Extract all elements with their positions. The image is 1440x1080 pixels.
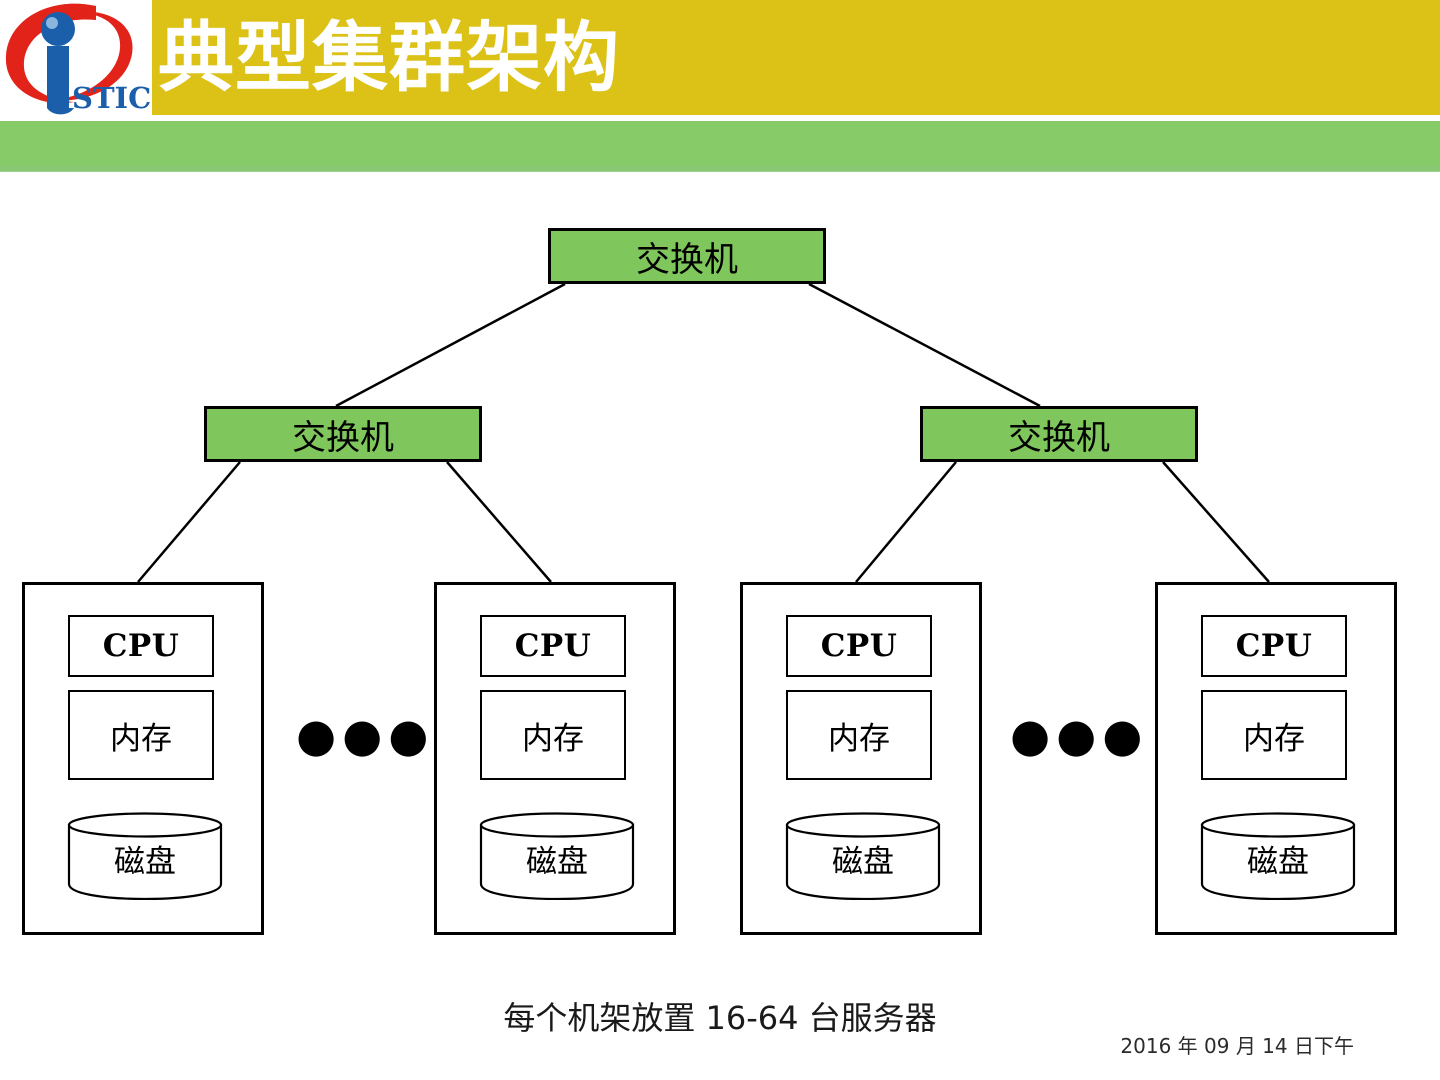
memory-box: 内存	[68, 690, 214, 780]
aggregation-switch-left[interactable]: 交换机	[204, 406, 482, 462]
cpu-box: CPU	[68, 615, 214, 677]
disk-cylinder: 磁盘	[66, 812, 224, 900]
server-rack[interactable]: CPU 内存 磁盘	[22, 582, 264, 935]
cpu-label: CPU	[820, 628, 898, 664]
disk-cylinder: 磁盘	[478, 812, 636, 900]
footer-caption: 每个机架放置 16-64 台服务器	[503, 999, 937, 1037]
ellipsis-icon: ●●●	[1010, 708, 1149, 762]
memory-box: 内存	[1201, 690, 1347, 780]
memory-label: 内存	[110, 720, 172, 757]
disk-cylinder-icon	[785, 812, 941, 900]
header-gold-band	[0, 0, 1440, 115]
disk-cylinder-icon	[479, 812, 635, 900]
memory-label: 内存	[522, 720, 584, 757]
memory-box: 内存	[480, 690, 626, 780]
disk-label: 磁盘	[114, 844, 176, 880]
disk-label: 磁盘	[832, 844, 894, 880]
disk-cylinder-icon	[1200, 812, 1356, 900]
cpu-label: CPU	[1235, 628, 1313, 664]
aggregation-switch-right[interactable]: 交换机	[920, 406, 1198, 462]
disk-cylinder-icon	[67, 812, 223, 900]
cpu-box: CPU	[1201, 615, 1347, 677]
core-switch-box[interactable]: 交换机	[548, 228, 826, 284]
server-rack[interactable]: CPU 内存 磁盘	[740, 582, 982, 935]
server-rack[interactable]: CPU 内存 磁盘	[1155, 582, 1397, 935]
disk-label: 磁盘	[1247, 844, 1309, 880]
header-green-band	[0, 121, 1440, 171]
ellipsis-icon: ●●●	[296, 708, 435, 762]
cpu-box: CPU	[480, 615, 626, 677]
disk-cylinder: 磁盘	[1199, 812, 1357, 900]
disk-cylinder: 磁盘	[784, 812, 942, 900]
header-green-band-shadow	[0, 166, 1440, 172]
memory-box: 内存	[786, 690, 932, 780]
cpu-label: CPU	[102, 628, 180, 664]
page-title: 典型集群架构	[158, 13, 620, 102]
cpu-label: CPU	[514, 628, 592, 664]
cpu-box: CPU	[786, 615, 932, 677]
aggregation-switch-left-label: 交换机	[292, 417, 394, 458]
memory-label: 内存	[828, 720, 890, 757]
svg-text:STIC: STIC	[72, 81, 151, 115]
date-stamp: 2016 年 09 月 14 日下午	[1120, 1034, 1354, 1058]
aggregation-switch-right-label: 交换机	[1008, 417, 1110, 458]
memory-label: 内存	[1243, 720, 1305, 757]
disk-label: 磁盘	[526, 844, 588, 880]
istic-logo: STIC	[0, 0, 152, 121]
core-switch-label: 交换机	[636, 239, 738, 280]
server-rack[interactable]: CPU 内存 磁盘	[434, 582, 676, 935]
